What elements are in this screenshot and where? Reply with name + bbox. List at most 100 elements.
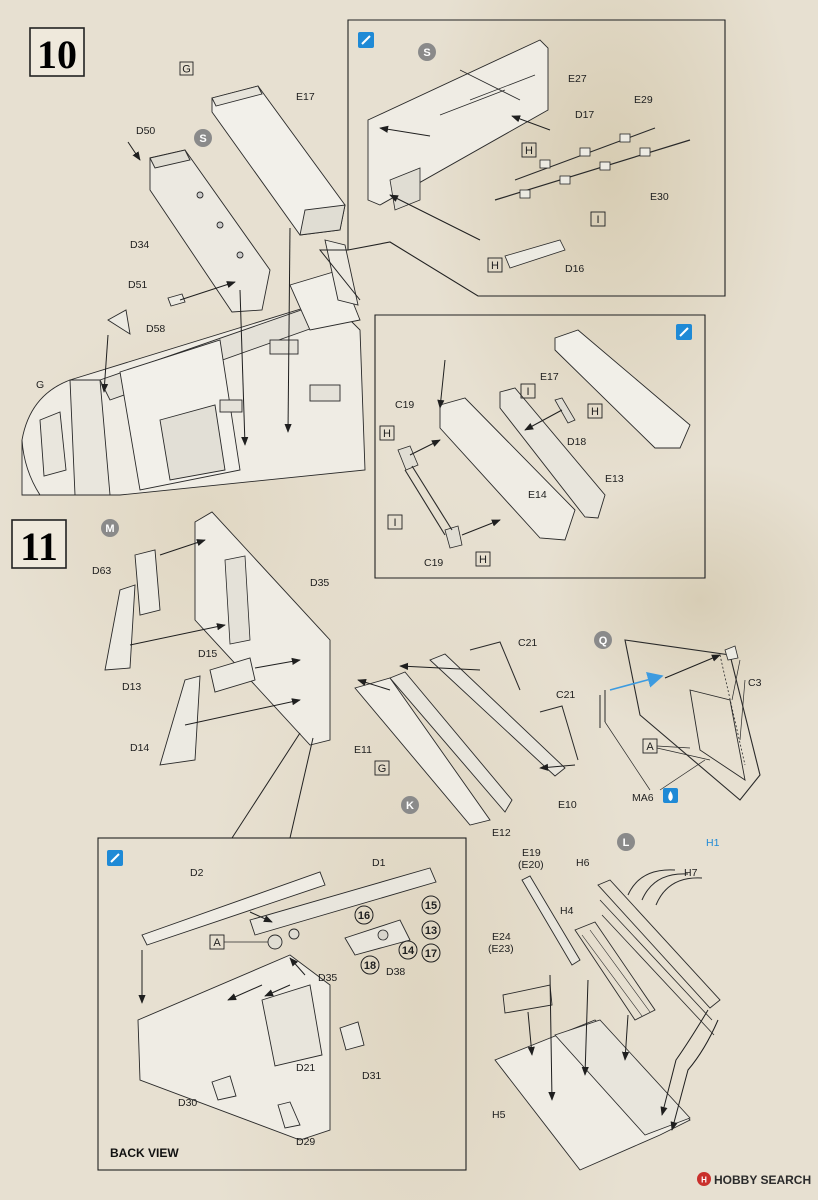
label-d51: D51 xyxy=(128,279,147,291)
label-e30: E30 xyxy=(650,191,669,203)
box-h-top: H xyxy=(525,145,533,157)
circled-16: 16 xyxy=(358,910,370,922)
part-d58 xyxy=(107,309,131,335)
svg-text:S: S xyxy=(423,47,430,59)
svg-text:S: S xyxy=(199,133,206,145)
step-10-arrows xyxy=(100,141,292,446)
label-d30: D30 xyxy=(178,1097,197,1109)
label-e17-main: E17 xyxy=(296,91,315,103)
watermark-logo-icon xyxy=(697,1172,711,1186)
label-e29: E29 xyxy=(634,94,653,106)
svg-text:H: H xyxy=(701,1176,707,1185)
step-11: 11 M D63 D35 D13 D15 D14 xyxy=(11,511,762,1171)
svg-text:L: L xyxy=(623,837,630,849)
label-d50: D50 xyxy=(136,125,155,137)
part-h6 xyxy=(597,879,721,1009)
part-e17 xyxy=(211,85,346,236)
label-d18: D18 xyxy=(567,436,586,448)
label-d29: D29 xyxy=(296,1136,315,1148)
circled-14: 14 xyxy=(402,945,415,957)
label-e13: E13 xyxy=(605,473,624,485)
part-d30 xyxy=(211,1075,237,1101)
part-e24 xyxy=(502,984,553,1014)
label-d34: D34 xyxy=(130,239,149,251)
label-d35: D35 xyxy=(310,577,329,589)
label-e17-inset: E17 xyxy=(540,371,559,383)
label-h4: H4 xyxy=(560,905,574,917)
label-c19-bottom: C19 xyxy=(424,557,443,569)
label-h6: H6 xyxy=(576,857,590,869)
label-c3: C3 xyxy=(748,677,762,689)
label-e19: E19 xyxy=(522,847,541,859)
label-e24: E24 xyxy=(492,931,511,943)
label-d38: D38 xyxy=(386,966,405,978)
marker-s-inset xyxy=(418,43,436,61)
part-d15 xyxy=(209,657,256,693)
part-d51 xyxy=(167,293,186,307)
part-d31 xyxy=(339,1021,365,1051)
step-11-box xyxy=(11,519,67,569)
label-d35-inset: D35 xyxy=(318,972,337,984)
box-a-inset: A xyxy=(213,937,221,949)
label-e14: E14 xyxy=(528,489,547,501)
step-10-box xyxy=(29,27,85,77)
label-e27: E27 xyxy=(568,73,587,85)
inset-s: S E27 D17 xyxy=(318,19,726,301)
part-e17-inset xyxy=(554,329,691,449)
part-d16 xyxy=(504,239,566,269)
part-e12 xyxy=(389,671,513,813)
box-g-s11: G xyxy=(378,763,387,775)
marker-l xyxy=(617,833,635,851)
svg-text:K: K xyxy=(406,800,414,812)
label-d15: D15 xyxy=(198,648,217,660)
label-g-main: G xyxy=(36,379,44,391)
watermark-text: HOBBY SEARCH xyxy=(714,1173,811,1187)
label-c21-mid: C21 xyxy=(556,689,575,701)
part-frame-q xyxy=(624,639,761,801)
marker-m xyxy=(101,519,119,537)
circled-15: 15 xyxy=(425,900,437,912)
box-a-q: A xyxy=(646,741,654,753)
label-h7: H7 xyxy=(684,867,698,879)
marker-s-main xyxy=(194,129,212,147)
label-d17: D17 xyxy=(575,109,594,121)
label-d16: D16 xyxy=(565,263,584,275)
part-h7 xyxy=(627,869,676,896)
label-h5: H5 xyxy=(492,1109,506,1121)
circled-13: 13 xyxy=(425,925,437,937)
label-h1: H1 xyxy=(706,837,720,849)
circled-17: 17 xyxy=(425,948,437,960)
part-c21-top xyxy=(469,641,521,691)
circled-18: 18 xyxy=(364,960,376,972)
step-11-number: 11 xyxy=(20,524,58,569)
step-10-number: 10 xyxy=(37,32,77,77)
box-i-mid-left: I xyxy=(393,517,396,529)
label-d31: D31 xyxy=(362,1070,381,1082)
label-e12: E12 xyxy=(492,827,511,839)
part-d21 xyxy=(261,984,323,1067)
box-g-top: G xyxy=(182,64,191,76)
label-e23: (E23) xyxy=(488,943,514,955)
box-h-mid-left: H xyxy=(383,428,391,440)
box-h-mid: H xyxy=(591,406,599,418)
part-h4 xyxy=(574,921,656,1021)
label-ma6: MA6 xyxy=(632,792,654,804)
part-e14 xyxy=(439,397,576,541)
label-d21: D21 xyxy=(296,1062,315,1074)
part-c21-mid xyxy=(539,705,579,761)
blue-arrow xyxy=(609,672,664,691)
part-d1 xyxy=(249,867,437,936)
inset-back-view: D2 D1 A 15 16 13 14 17 18 D38 D35 D21 xyxy=(97,837,467,1171)
part-d38 xyxy=(344,919,411,956)
part-d29 xyxy=(277,1101,301,1129)
label-c21-top: C21 xyxy=(518,637,537,649)
part-d2 xyxy=(141,871,326,946)
label-e11: E11 xyxy=(354,744,372,756)
part-e19 xyxy=(521,875,581,966)
watermark: H HOBBY SEARCH xyxy=(697,1172,811,1187)
part-d34 xyxy=(149,149,271,313)
label-d1: D1 xyxy=(372,857,386,869)
part-d63 xyxy=(134,549,161,616)
part-e10 xyxy=(429,653,566,777)
